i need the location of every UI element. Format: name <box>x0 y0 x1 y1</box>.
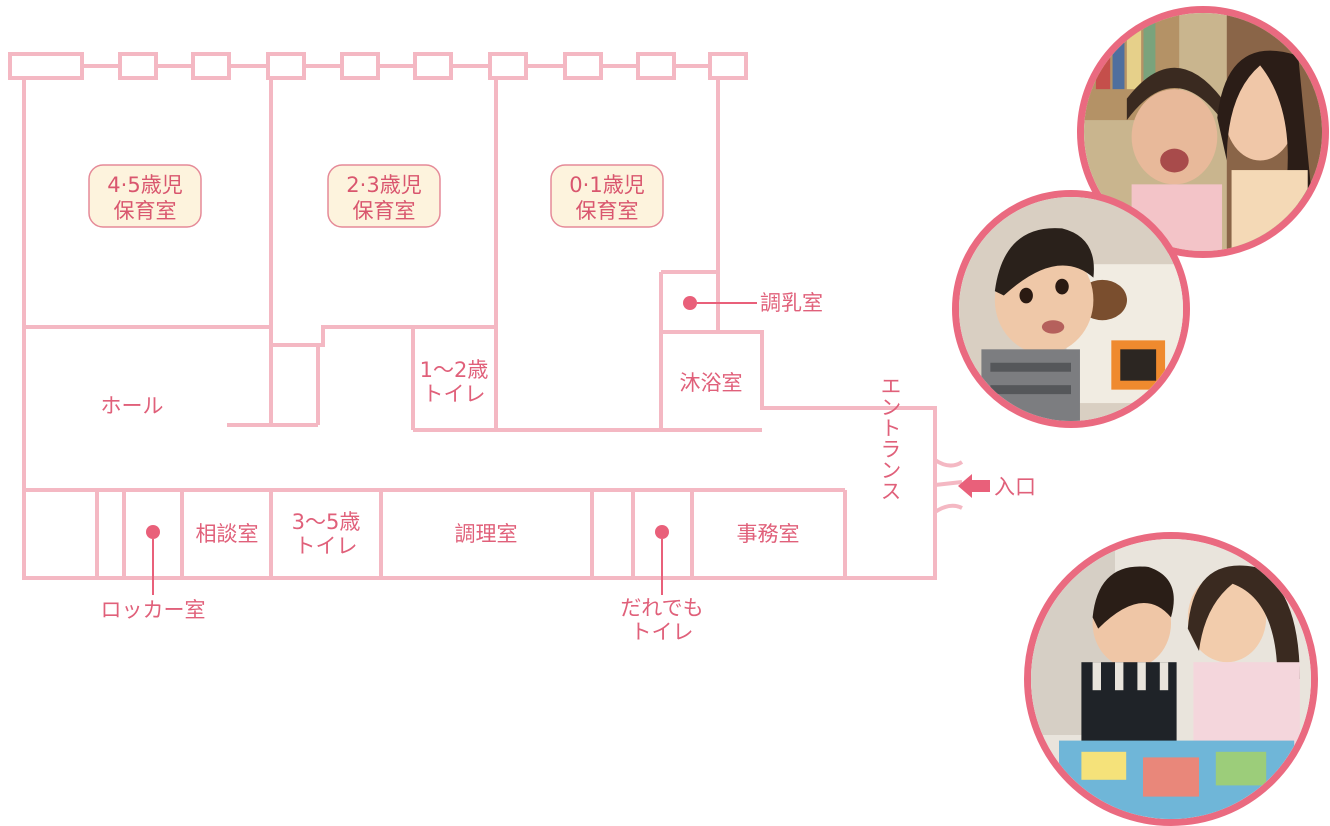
toilet-35-label-line2: トイレ <box>295 534 358 558</box>
universal-toilet-label-line1: だれでも <box>620 596 703 620</box>
entry-label: 入口 <box>994 475 1036 499</box>
room-45-badge: 4·5歳児 保育室 <box>88 164 202 228</box>
walls <box>8 52 964 580</box>
toilet-35-label-line1: 3～5歳 <box>292 510 361 534</box>
room-45-name: 4·5歳児 <box>107 173 182 197</box>
entry-arrow-icon <box>958 474 990 498</box>
universal-toilet-label-line2: トイレ <box>631 620 694 644</box>
room-23-name: 2·3歳児 <box>346 173 421 197</box>
photo-children-reading <box>1024 532 1318 826</box>
room-01-badge: 0·1歳児 保育室 <box>550 164 664 228</box>
room-45-type: 保育室 <box>114 199 177 223</box>
room-01-name: 0·1歳児 <box>569 173 644 197</box>
milk-room-label: 調乳室 <box>760 291 823 315</box>
room-01-type: 保育室 <box>576 199 639 223</box>
milk-room-marker <box>683 296 697 310</box>
kitchen-label: 調理室 <box>455 522 518 546</box>
locker-room-label: ロッカー室 <box>101 598 206 622</box>
room-23-type: 保育室 <box>353 199 416 223</box>
bath-room-label: 沐浴室 <box>680 371 743 395</box>
hall-label: ホール <box>101 394 164 418</box>
universal-toilet-marker <box>655 525 669 539</box>
room-23-badge: 2·3歳児 保育室 <box>327 164 441 228</box>
consult-room-label: 相談室 <box>196 522 259 546</box>
entrance-label: エントランス <box>878 375 902 501</box>
toilet-12-label-line2: トイレ <box>423 382 486 406</box>
photo-boy-with-book <box>952 190 1190 428</box>
locker-room-marker <box>146 525 160 539</box>
toilet-12-label-line1: 1～2歳 <box>420 358 489 382</box>
office-label: 事務室 <box>737 522 800 546</box>
